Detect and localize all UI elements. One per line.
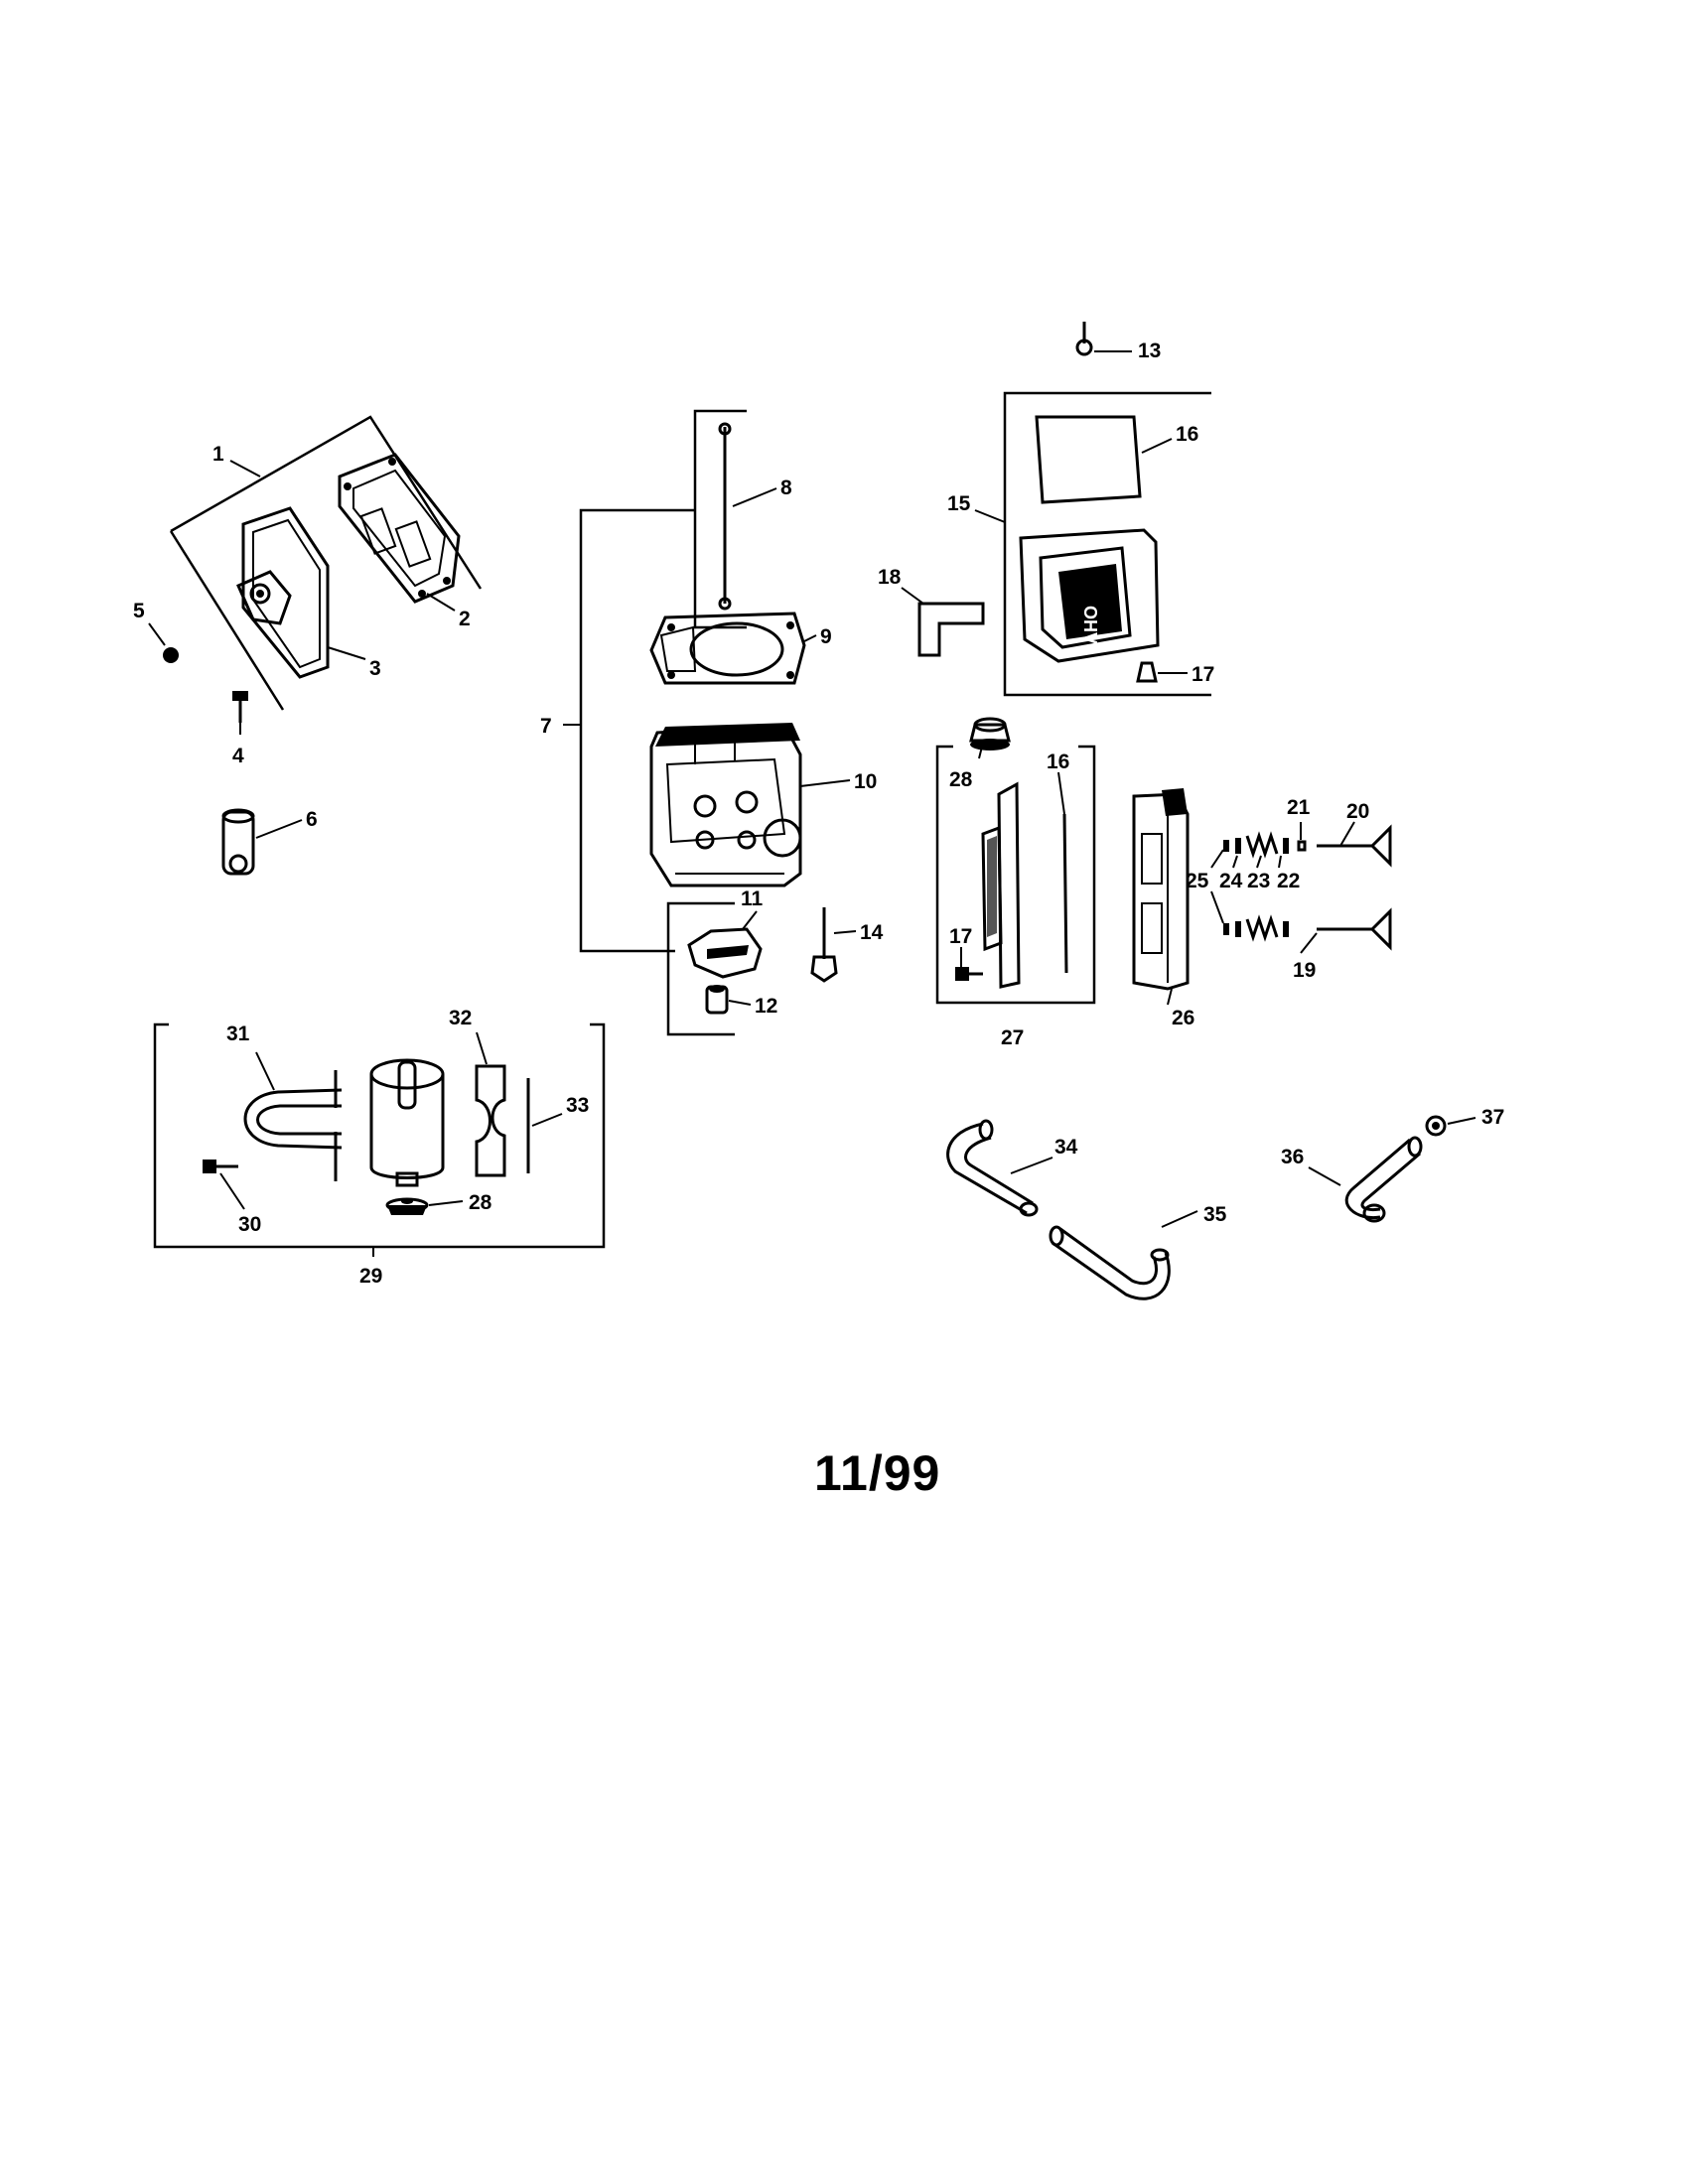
callout-16-side: 16 [1047,751,1069,773]
rocker-cover: OHV [1019,528,1160,663]
valve-20 [1317,824,1392,868]
callout-22: 22 [1277,870,1300,892]
callout-4: 4 [232,745,244,767]
pushrod-8 [718,422,732,611]
callout-28-top: 28 [949,768,973,791]
callout-24: 24 [1219,870,1243,892]
callout-34: 34 [1054,1136,1078,1159]
callout-7: 7 [540,715,552,738]
hoses-group [946,1115,1447,1300]
callout-30: 30 [238,1213,261,1236]
callout-35: 35 [1203,1203,1227,1226]
callout-17-top: 17 [1192,663,1214,686]
date-code: 11/99 [814,1445,941,1501]
callout-1: 1 [212,443,224,466]
leader-lines [148,350,1476,1257]
callout-9: 9 [820,625,832,648]
callout-29: 29 [359,1265,382,1288]
callout-16-top: 16 [1176,423,1198,446]
bolt-14 [810,907,838,983]
callout-5: 5 [133,600,145,622]
valve-train-group [1132,788,1392,991]
breather-group [935,717,1096,1005]
hose-35 [1049,1225,1171,1300]
clamp-37 [1425,1115,1447,1137]
rocker-cover-group: OHV [917,322,1211,697]
callout-15: 15 [947,492,971,515]
tube-6 [221,808,255,876]
filter-canister [369,1058,445,1187]
bracket-15 [1003,391,1211,697]
callout-28-lower: 28 [469,1191,492,1214]
callout-36: 36 [1281,1146,1304,1168]
gasket-16-side [1062,813,1068,974]
callout-32: 32 [449,1007,472,1029]
hose-34 [946,1119,1039,1217]
pivot-12 [705,985,729,1015]
callout-labels: 1 2 3 4 5 6 7 8 9 10 11 12 13 14 15 16 1… [133,340,1504,1288]
cap-28-lower [385,1197,429,1215]
breather-plate [981,781,1021,989]
callout-6: 6 [306,808,318,831]
nut-5 [163,647,179,663]
callout-18: 18 [878,566,902,589]
callout-8: 8 [780,477,792,499]
callout-3: 3 [369,657,381,680]
head-gasket-9 [649,612,806,685]
callout-19: 19 [1293,959,1316,982]
bracket-7 [579,508,695,953]
valve-set-lower [1223,914,1289,942]
callout-27: 27 [1001,1026,1024,1049]
hose-36 [1344,1136,1423,1223]
screw-4 [232,691,248,723]
callout-14: 14 [860,921,884,944]
callout-11: 11 [741,887,764,910]
callout-13: 13 [1138,340,1161,362]
callout-31: 31 [226,1023,250,1045]
head-side-26 [1132,788,1190,991]
callout-26: 26 [1172,1007,1194,1029]
bracket-29 [153,1023,606,1249]
rocker-11 [687,927,763,979]
callout-23: 23 [1247,870,1270,892]
callout-25: 25 [1186,870,1209,892]
mount-32 [475,1064,506,1177]
gasket-2 [338,453,461,604]
bracket-27 [935,745,1096,1005]
callout-21: 21 [1287,796,1311,819]
valve-set-upper [1223,831,1307,859]
callout-17-lower: 17 [949,925,972,948]
screw-30 [203,1160,238,1173]
valve-cover-group [163,415,483,876]
callout-20: 20 [1346,800,1369,823]
valve-19 [1317,907,1392,951]
bracket-1-lower [169,530,285,711]
grommet-17-top [1136,661,1158,683]
svg-text:OHV: OHV [1080,606,1100,644]
callout-12: 12 [755,995,777,1018]
cylinder-head-group [563,409,838,1036]
screw-17-lower [955,967,983,981]
cover-3 [236,506,330,679]
filter-group [153,1023,606,1249]
lift-bracket-18 [917,602,985,657]
bracket-1 [170,415,483,590]
screw-13 [1075,322,1093,356]
callout-2: 2 [459,608,471,630]
callout-33: 33 [566,1094,589,1117]
cap-28-top [969,717,1011,751]
cylinder-head-10 [649,723,802,887]
callout-37: 37 [1481,1106,1504,1129]
callout-10: 10 [854,770,877,793]
clamp-31 [243,1070,343,1181]
gasket-16 [1035,415,1142,504]
